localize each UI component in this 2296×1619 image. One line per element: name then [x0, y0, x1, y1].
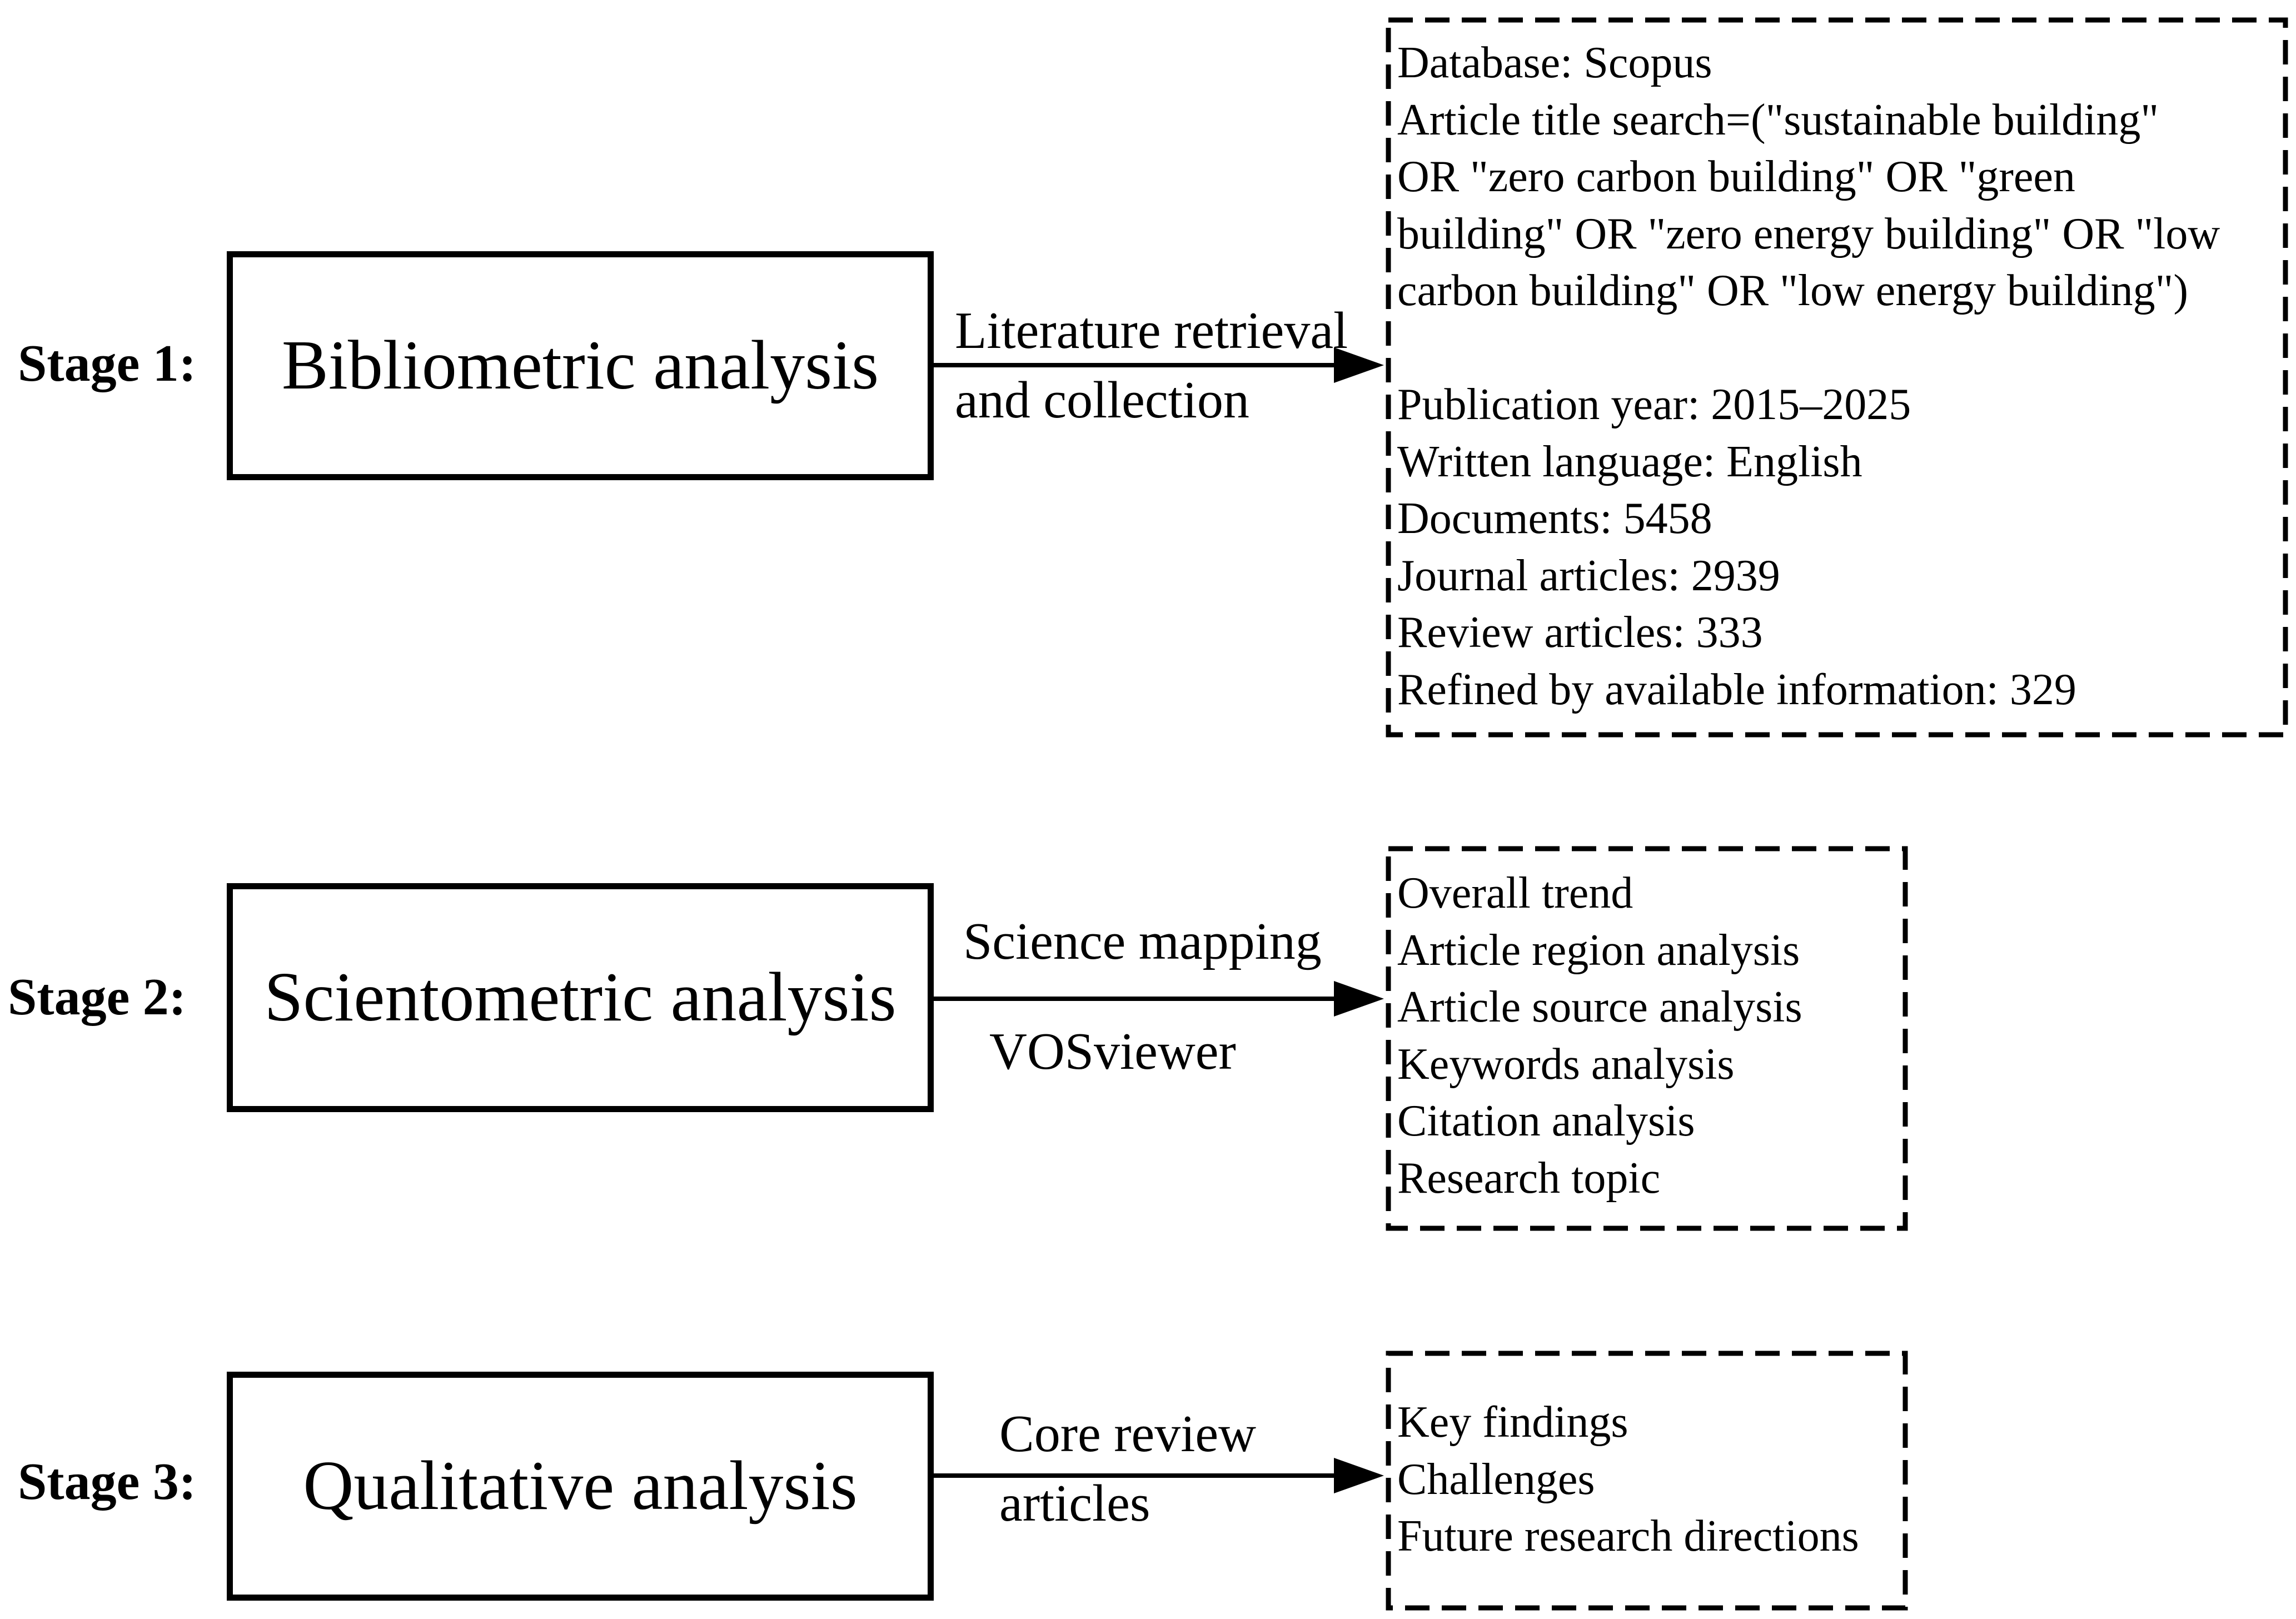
stage-3-box: Qualitative analysis — [227, 1372, 934, 1601]
stage-1-label: Stage 1: — [18, 335, 197, 392]
detail-line: OR "zero carbon building" OR "green — [1397, 152, 2075, 201]
stage-2-box-text: Scientometric analysis — [264, 959, 897, 1036]
detail-line: Overall trend — [1397, 869, 1633, 918]
detail-line: Article title search=("sustainable build… — [1397, 95, 2159, 145]
stage-1-arrow-text: Literature retrieval and collection — [955, 296, 1348, 435]
detail-line: building" OR "zero energy building" OR "… — [1397, 209, 2220, 258]
stage-2-label: Stage 2: — [8, 968, 187, 1026]
detail-line: Journal articles: 2939 — [1397, 551, 1780, 600]
detail-line: Publication year: 2015–2025 — [1397, 380, 1911, 429]
detail-line — [1397, 320, 2220, 377]
arrowhead-stage-1 — [1334, 347, 1384, 383]
detail-line: carbon building" OR "low energy building… — [1397, 266, 2188, 315]
detail-line: Article source analysis — [1397, 983, 1802, 1032]
detail-line: Written language: English — [1397, 437, 1862, 486]
arrowhead-stage-3 — [1334, 1458, 1384, 1493]
detail-line: Database: Scopus — [1397, 38, 1712, 87]
detail-line: Keywords analysis — [1397, 1039, 1735, 1089]
arrowhead-stage-2 — [1334, 981, 1384, 1017]
details-frame-stage-3 — [1386, 1351, 1908, 1611]
details-frame-stage-1 — [1386, 17, 2288, 738]
stage-3-label: Stage 3: — [18, 1453, 197, 1511]
detail-line: Refined by available information: 329 — [1397, 665, 2076, 714]
detail-line: Documents: 5458 — [1397, 494, 1712, 543]
detail-line: Key findings — [1397, 1398, 1628, 1447]
details-frame-stage-2 — [1386, 846, 1908, 1231]
stage-1-details: Database: Scopus Article title search=("… — [1397, 34, 2220, 718]
stage-2-arrow-text-top: Science mapping — [963, 913, 1322, 970]
stage-2-details: Overall trend Article region analysis Ar… — [1397, 865, 1802, 1207]
detail-line: Future research directions — [1397, 1512, 1859, 1561]
stage-1-arrow-line-1: Literature retrieval — [955, 302, 1348, 360]
detail-line: Challenges — [1397, 1454, 1595, 1504]
stage-3-arrow-text: Core review articles — [999, 1399, 1256, 1538]
detail-line: Citation analysis — [1397, 1097, 1695, 1145]
detail-line: Review articles: 333 — [1397, 608, 1763, 657]
stage-2-arrow-text-bottom: VOSviewer — [989, 1023, 1236, 1080]
stage-1-box-text: Bibliometric analysis — [281, 327, 879, 404]
stage-3-arrow-line-2: articles — [999, 1474, 1151, 1532]
stage-3-box-text: Qualitative analysis — [303, 1447, 858, 1525]
stage-2-box: Scientometric analysis — [227, 883, 934, 1112]
stage-1-arrow-line-2: and collection — [955, 371, 1249, 429]
stage-1-box: Bibliometric analysis — [227, 251, 934, 480]
stage-3-arrow-line-1: Core review — [999, 1405, 1256, 1463]
stage-3-details: Key findings Challenges Future research … — [1397, 1394, 1859, 1565]
detail-line: Research topic — [1397, 1153, 1661, 1203]
detail-line: Article region analysis — [1397, 925, 1800, 975]
